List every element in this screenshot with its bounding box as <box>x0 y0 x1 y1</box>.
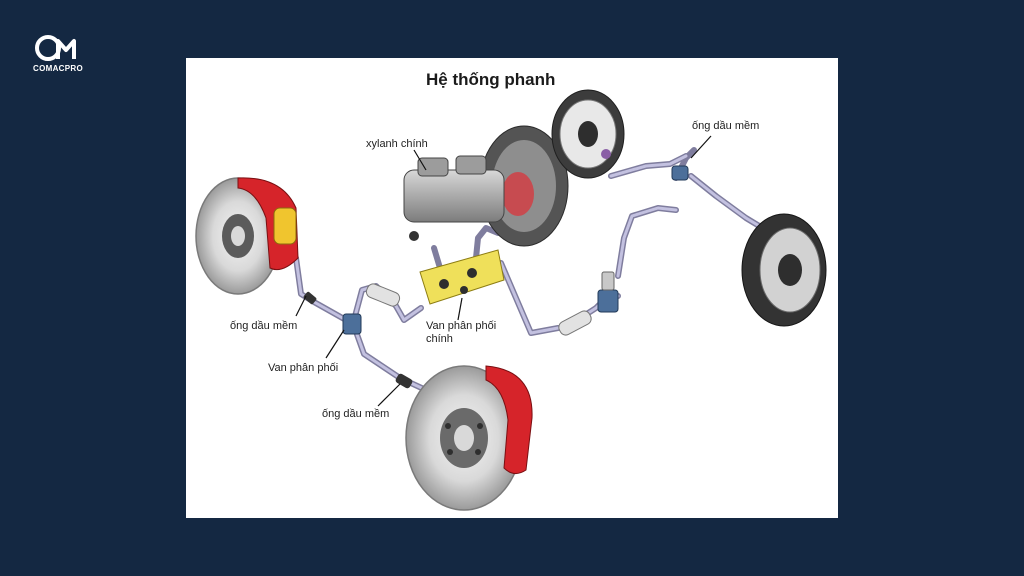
diagram-title: Hệ thống phanh <box>426 70 556 89</box>
label-hose-left: ống dầu mềm <box>230 320 298 332</box>
diagram-panel: Hệ thống phanh xylanh chính ống dầu mềm … <box>186 58 838 518</box>
front-right-disc-brake <box>405 365 533 511</box>
label-valve-left: Van phân phối <box>268 362 339 374</box>
label-main-valve-line2: chính <box>426 333 453 345</box>
label-main-valve: Van phân phối chính <box>426 320 496 346</box>
comacpro-logo-icon <box>35 35 76 61</box>
label-leaders <box>295 135 712 407</box>
rear-right-drum-brake <box>741 213 827 327</box>
front-left-disc-brake <box>195 177 299 295</box>
master-cylinder-assembly <box>403 125 569 247</box>
left-proportioning-valve <box>303 283 413 389</box>
label-hose-bottom: ống dầu mềm <box>322 408 390 420</box>
label-hose-top-right: ống dầu mềm <box>692 120 760 132</box>
right-proportioning-valve <box>558 271 619 336</box>
label-master-cylinder: xylanh chính <box>366 138 428 150</box>
label-main-valve-line1: Van phân phối <box>426 320 497 332</box>
brand-name: COMACPRO <box>33 64 83 73</box>
main-proportioning-valve <box>419 249 505 305</box>
rear-left-drum-brake <box>551 89 689 181</box>
comacpro-logo: COMACPRO <box>26 32 90 80</box>
brake-system-illustration <box>195 89 827 511</box>
